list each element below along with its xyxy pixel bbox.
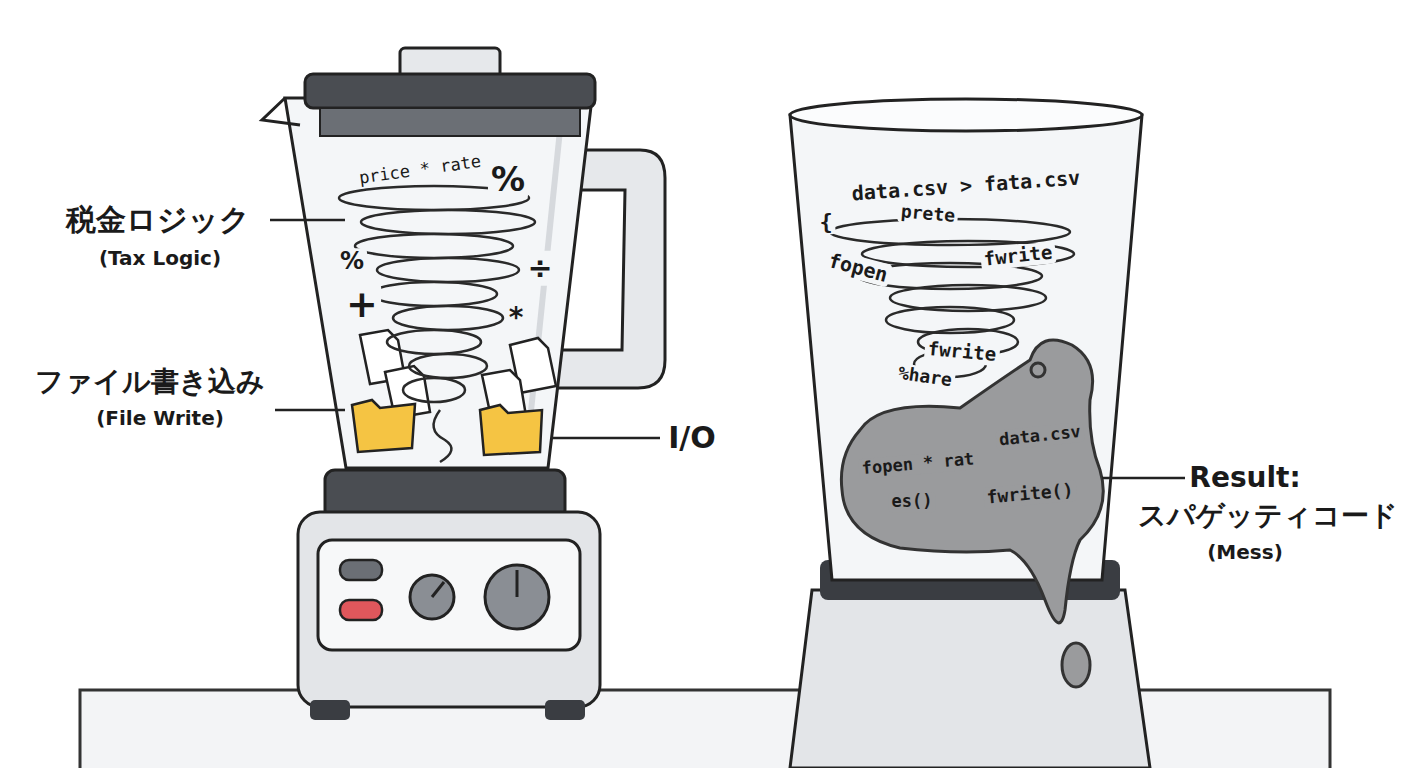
swirl-stroke <box>355 234 513 258</box>
dial <box>410 575 454 619</box>
math-symbol: * <box>506 302 527 334</box>
part-label-en: (Tax Logic) <box>96 247 224 270</box>
math-symbol: ÷ <box>524 251 555 286</box>
swirl-stroke <box>409 354 487 378</box>
math-symbol: % <box>337 248 367 276</box>
blender-base <box>298 512 600 707</box>
swirl-stroke <box>393 306 503 330</box>
swirl-stroke <box>377 258 519 282</box>
blender-jar <box>285 98 592 468</box>
drip <box>1062 643 1090 687</box>
swirl-stroke <box>387 330 481 354</box>
math-symbol: % <box>488 160 528 199</box>
dial <box>485 565 549 629</box>
spaghetti-sludge <box>841 340 1103 623</box>
swirl-stroke <box>403 378 465 402</box>
code-fragment: { <box>816 209 835 234</box>
swirl-stroke <box>371 282 497 306</box>
file-icons <box>352 330 556 455</box>
part-label: ファイル書き込み <box>32 366 268 398</box>
swirl-stroke <box>361 210 535 234</box>
math-symbol: + <box>343 283 381 327</box>
control-panel <box>318 540 580 650</box>
part-label: I/O <box>665 421 719 456</box>
code-fragment: es() <box>889 492 936 512</box>
result-label: Result: <box>1186 462 1303 494</box>
result-label-en: (Mess) <box>1204 541 1286 564</box>
swirl-tail <box>434 410 452 462</box>
part-label: 税金ロジック <box>63 203 253 238</box>
lid <box>305 74 595 108</box>
cup-stand <box>790 590 1150 768</box>
button <box>340 600 382 620</box>
foot <box>310 700 350 720</box>
part-label-en: (File Write) <box>93 407 227 430</box>
foot <box>545 700 585 720</box>
result-label: スパゲッティコード <box>1135 500 1401 532</box>
leader-lines <box>270 220 1185 478</box>
button <box>340 560 382 580</box>
